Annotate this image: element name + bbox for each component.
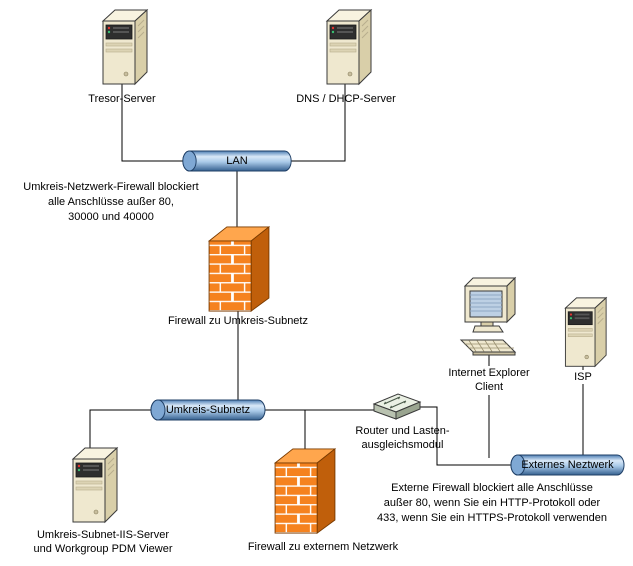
- router-icon: [372, 388, 422, 422]
- umkreis-subnetz-label: Umkreis-Subnetz: [165, 404, 251, 416]
- firewall-extern-icon: [274, 448, 336, 534]
- dns-dhcp-server-label: DNS / DHCP-Server: [296, 93, 396, 105]
- iis-server-icon: [64, 446, 120, 526]
- tresor-server-label: Tresor-Server: [88, 93, 156, 105]
- lan-segment-label: LAN: [226, 155, 248, 167]
- internet-explorer-client-icon: [455, 276, 525, 362]
- iis-server-label: Umkreis-Subnet-IIS-Server und Workgroup …: [33, 529, 173, 556]
- internet-explorer-client-label: Internet Explorer Client: [434, 366, 544, 395]
- router-label: Router und Lasten- ausgleichsmodul: [355, 425, 450, 452]
- isp-server-icon: [557, 296, 609, 370]
- connector-dns-lan: [288, 80, 346, 162]
- perimeter-firewall-note: Umkreis-Netzwerk-Firewall blockiert alle…: [23, 181, 199, 223]
- dns-dhcp-server-icon: [318, 8, 374, 88]
- connector-tresor-lan: [121, 80, 186, 162]
- connector-subnetz-iis: [89, 409, 156, 450]
- externes-netzwerk-label: Externes Neztwerk: [521, 459, 614, 471]
- firewall-umkreis-label: Firewall zu Umkreis-Subnetz: [168, 315, 308, 327]
- tresor-server-icon: [94, 8, 150, 88]
- firewall-extern-label: Firewall zu externem Netzwerk: [247, 541, 399, 553]
- firewall-umkreis-icon: [208, 226, 270, 312]
- connector-router-extern: [420, 406, 516, 466]
- isp-label: ISP: [563, 370, 603, 385]
- external-firewall-note: Externe Firewall blockiert alle Anschlüs…: [377, 482, 607, 524]
